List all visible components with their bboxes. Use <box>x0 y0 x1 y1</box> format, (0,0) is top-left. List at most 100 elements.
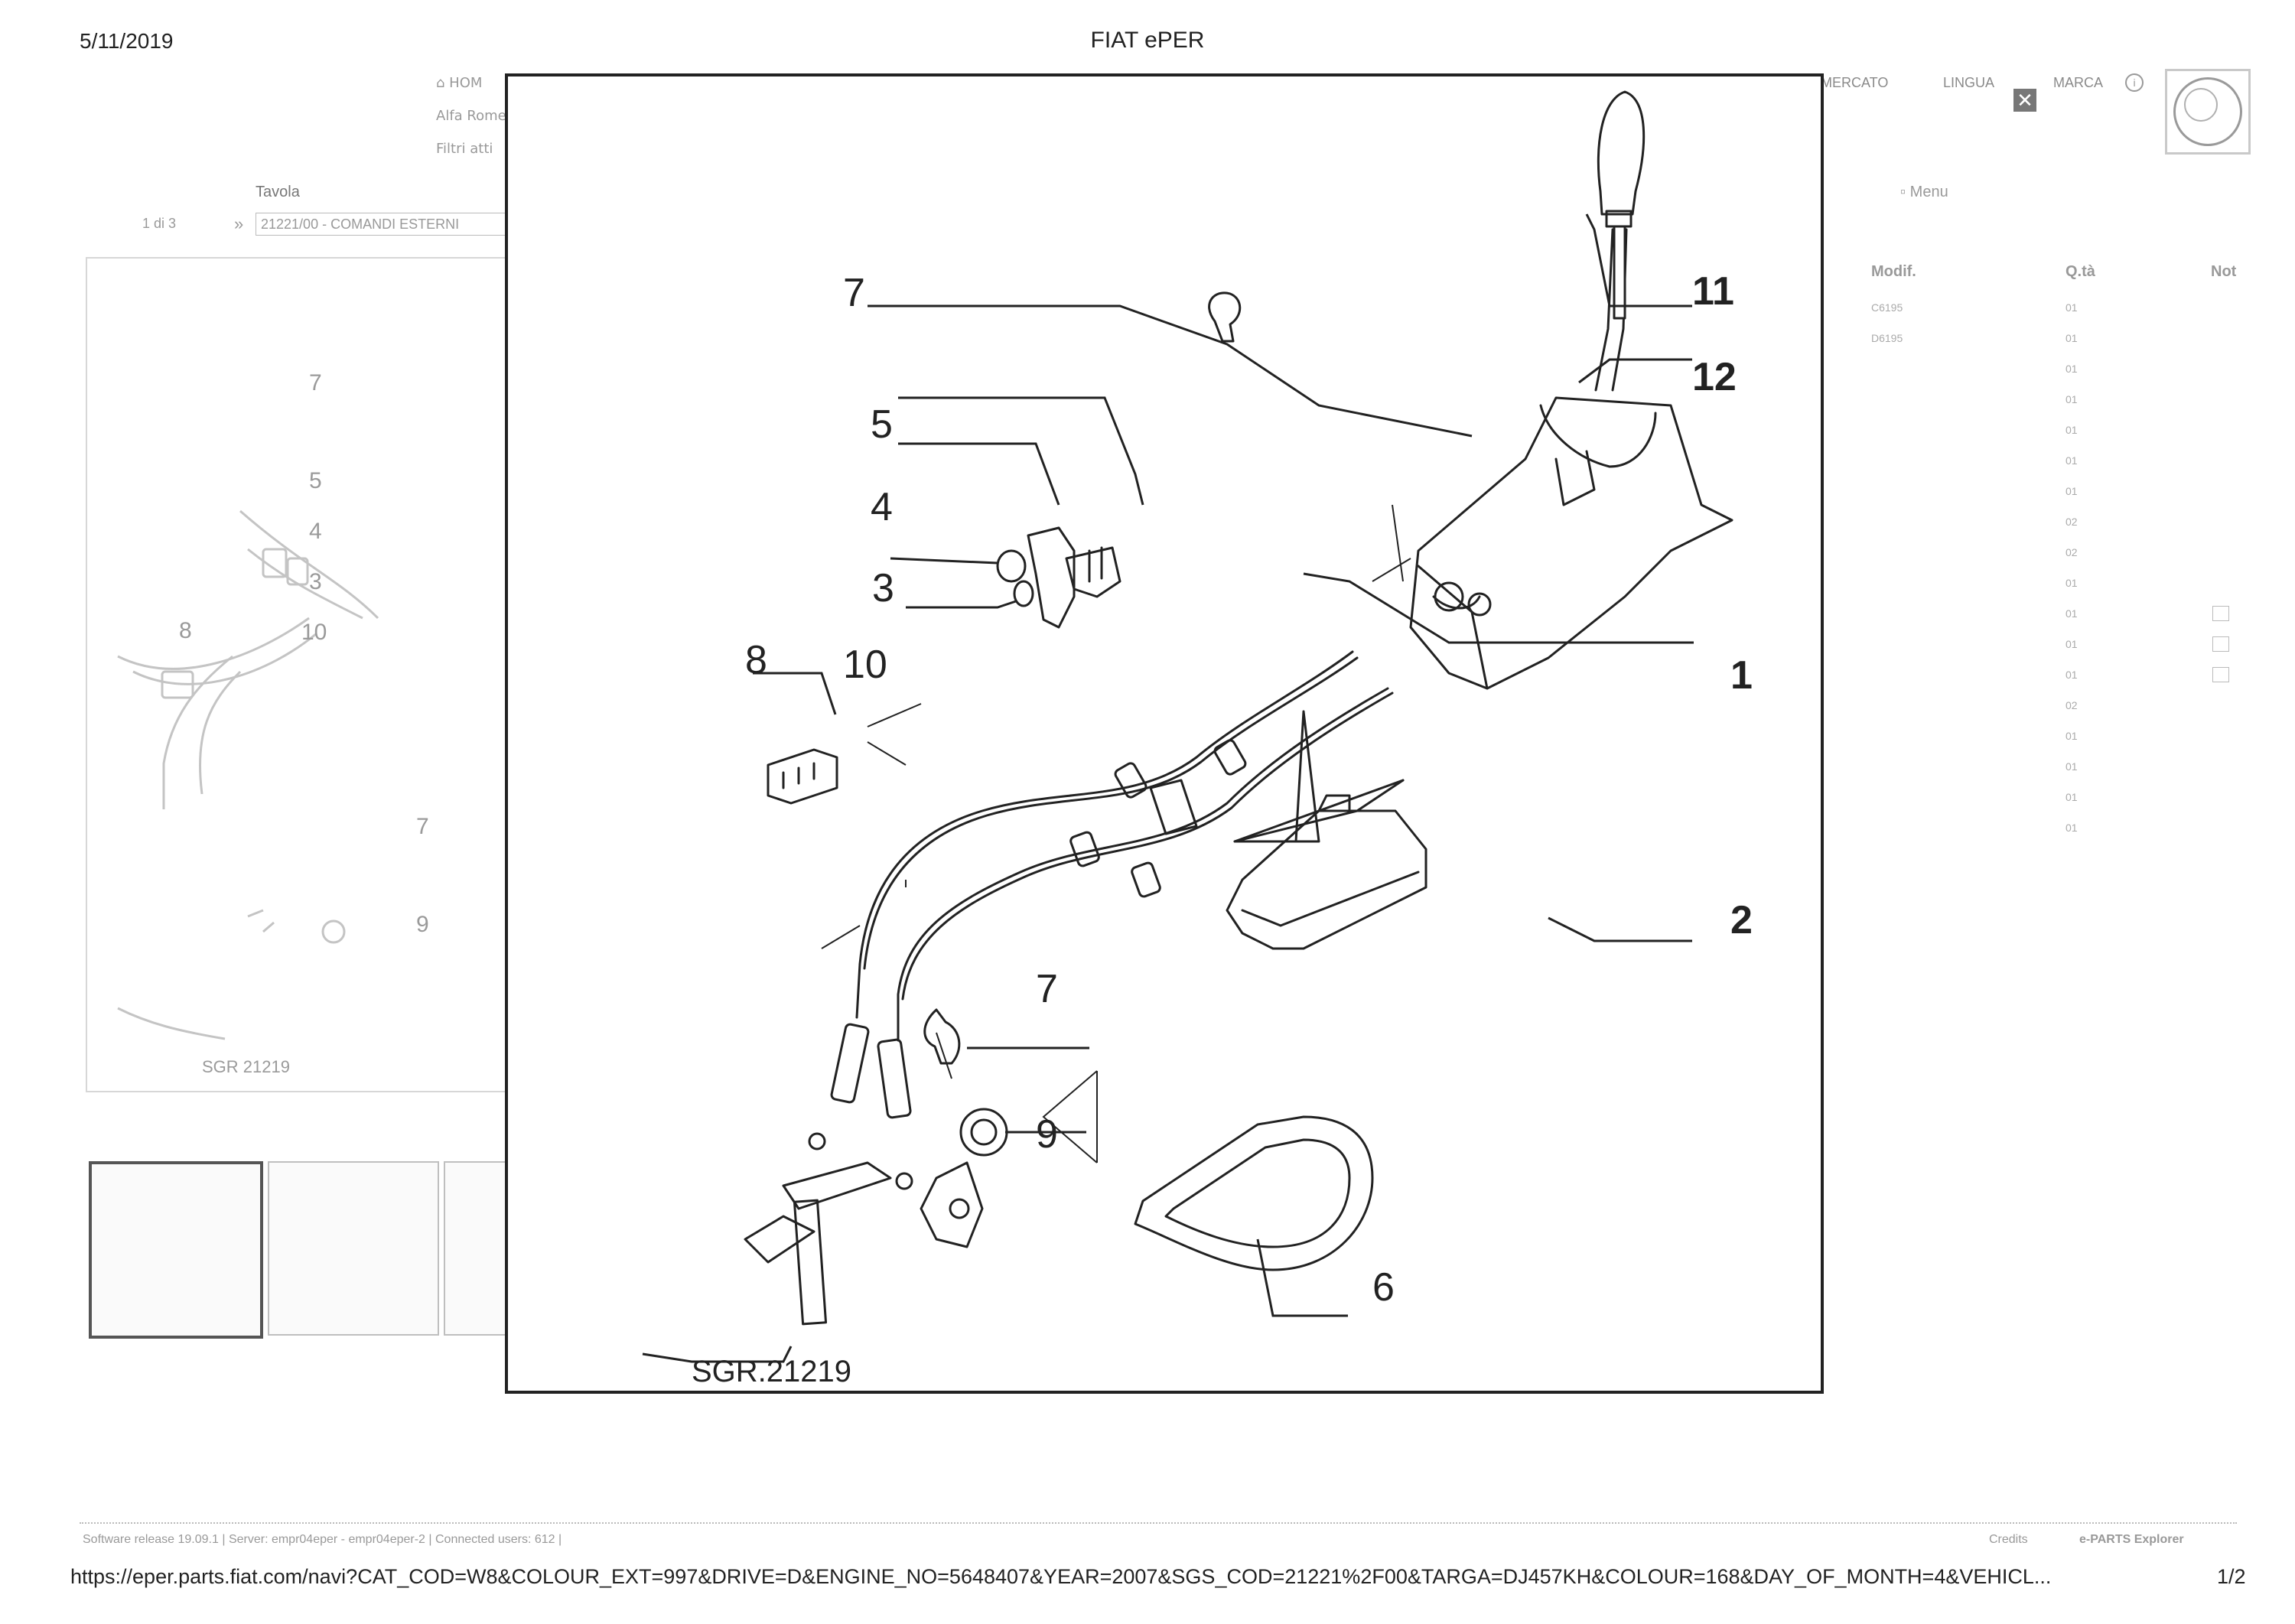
print-page-number: 1/2 <box>2217 1565 2246 1588</box>
callout-3: 3 <box>872 566 894 610</box>
table-cell-qty: 02 <box>2066 699 2078 711</box>
callout-4: 4 <box>871 485 893 529</box>
callout-2: 2 <box>1730 898 1753 942</box>
table-cell-qty: 01 <box>2066 454 2078 467</box>
table-cell-qty: 01 <box>2066 791 2078 803</box>
next-tavola-button[interactable]: » <box>234 214 244 233</box>
thumbnail-2[interactable] <box>268 1161 439 1336</box>
bracket-5-part <box>1065 546 1121 598</box>
bracket-4-part <box>1027 526 1076 629</box>
lingua-link[interactable]: LINGUA <box>1943 75 1995 90</box>
leader-4 <box>898 442 1060 506</box>
bg-callout-7b: 7 <box>416 814 429 839</box>
bg-callout-5: 5 <box>309 468 322 493</box>
clip-8-part <box>767 748 838 805</box>
clip-7-part <box>1208 291 1242 343</box>
leader-12 <box>1578 358 1692 384</box>
close-icon[interactable]: ✕ <box>2013 89 2036 112</box>
marca-link[interactable]: MARCA <box>2053 75 2104 90</box>
print-title: FIAT ePER <box>1090 28 1205 53</box>
leader-10 <box>906 600 1017 609</box>
leader-11 <box>1585 213 1692 308</box>
menu-link[interactable]: ▫ Menu <box>1900 184 1948 200</box>
mercato-link[interactable]: MERCATO <box>1821 75 1889 90</box>
callout-10: 10 <box>843 643 887 687</box>
footer-divider <box>80 1522 2237 1524</box>
bush-3-part <box>996 549 1027 583</box>
clip-7b-part <box>923 1008 961 1065</box>
col-header-qty: Q.tà <box>2066 263 2095 280</box>
leader-3 <box>890 557 998 565</box>
cable-1-part <box>855 650 1354 1019</box>
callout-9: 9 <box>1036 1112 1058 1157</box>
leader-1 <box>1303 572 1694 644</box>
menu-icon: ▫ <box>1900 184 1910 200</box>
background-nav: ⌂ HOM Alfa Rome Filtri atti <box>436 75 506 174</box>
ring-10-part <box>1013 580 1034 607</box>
table-cell-qty: 01 <box>2066 730 2078 742</box>
gear-housing-part <box>1409 396 1733 690</box>
bg-callout-7: 7 <box>309 370 322 395</box>
diagram-ref-label: SGR.21219 <box>692 1355 851 1388</box>
bg-callout-4: 4 <box>309 519 322 544</box>
col-header-note: Not <box>2211 263 2237 280</box>
parts-diagram-svg: 7 5 4 3 10 8 11 12 1 2 7 9 6 SGR.21219 <box>642 90 1753 1388</box>
trim-6-part <box>1134 1115 1374 1271</box>
leader-5 <box>898 396 1144 506</box>
print-date: 5/11/2019 <box>80 29 174 53</box>
tavola-pager: 1 di 3 <box>142 216 177 231</box>
bg-callout-9: 9 <box>416 912 429 937</box>
background-callouts: 7 5 4 3 10 8 7 9 SGR 21219 <box>179 370 429 1076</box>
table-cell-qty: 02 <box>2066 546 2078 558</box>
credits-link[interactable]: Credits <box>1989 1533 2028 1546</box>
callout-8: 8 <box>745 638 767 682</box>
thumbnail-1[interactable] <box>89 1161 263 1339</box>
thumbnail-3[interactable] <box>444 1161 508 1336</box>
table-cell-qty: 01 <box>2066 301 2078 314</box>
tavola-label: Tavola <box>256 184 300 200</box>
active-filters: Filtri atti <box>436 141 493 157</box>
tavola-select[interactable]: 21221/00 - COMANDI ESTERNI <box>256 213 506 236</box>
table-cell-qty: 01 <box>2066 363 2078 375</box>
leader-8 <box>753 672 837 715</box>
table-cell-qty: 01 <box>2066 669 2078 681</box>
table-cell-qty: 01 <box>2066 638 2078 650</box>
bushing-9-part <box>959 1108 1008 1157</box>
leader-7 <box>868 304 1473 438</box>
leader-6 <box>1256 1238 1348 1317</box>
callout-7: 7 <box>843 271 865 315</box>
callout-1: 1 <box>1730 653 1753 698</box>
table-cell-qty: 01 <box>2066 393 2078 405</box>
callout-11: 11 <box>1692 269 1734 314</box>
home-icon: ⌂ <box>436 75 445 91</box>
table-cell-qty: 01 <box>2066 485 2078 497</box>
gear-knob-part <box>1597 90 1646 216</box>
table-cell-qty: 01 <box>2066 332 2078 344</box>
bg-callout-10: 10 <box>301 620 327 645</box>
col-header-modif: Modif. <box>1871 263 1916 280</box>
note-checkbox[interactable] <box>2212 667 2229 682</box>
info-icon[interactable]: i <box>2125 73 2144 92</box>
table-cell-modif: D6195 <box>1871 332 1903 344</box>
callout-7b: 7 <box>1036 967 1058 1011</box>
background-diagram: 7 5 4 3 10 8 7 9 SGR 21219 <box>117 370 429 1076</box>
bg-callout-3: 3 <box>309 569 322 594</box>
table-cell-qty: 01 <box>2066 822 2078 834</box>
table-cell-qty: 01 <box>2066 424 2078 436</box>
bg-callout-8: 8 <box>179 618 192 643</box>
note-checkbox[interactable] <box>2212 606 2229 621</box>
brand-logo <box>2165 69 2251 155</box>
breadcrumb[interactable]: Alfa Rome <box>436 108 506 124</box>
table-cell-qty: 01 <box>2066 577 2078 589</box>
table-cell-qty: 01 <box>2066 760 2078 773</box>
home-link[interactable]: ⌂ HOM <box>436 75 483 91</box>
bg-diagram-ref: SGR 21219 <box>202 1057 290 1076</box>
note-checkbox[interactable] <box>2212 636 2229 652</box>
callout-12: 12 <box>1692 355 1737 399</box>
footer-brand: e-PARTS Explorer <box>2079 1533 2184 1546</box>
callout-5: 5 <box>871 402 893 447</box>
parts-diagram: 7 5 4 3 10 8 11 12 1 2 7 9 6 SGR.21219 <box>505 73 1824 1394</box>
footer-software-info: Software release 19.09.1 | Server: empr0… <box>83 1533 562 1546</box>
background-diagram-frame: 7 5 4 3 10 8 7 9 SGR 21219 <box>86 257 517 1092</box>
table-cell-qty: 01 <box>2066 607 2078 620</box>
